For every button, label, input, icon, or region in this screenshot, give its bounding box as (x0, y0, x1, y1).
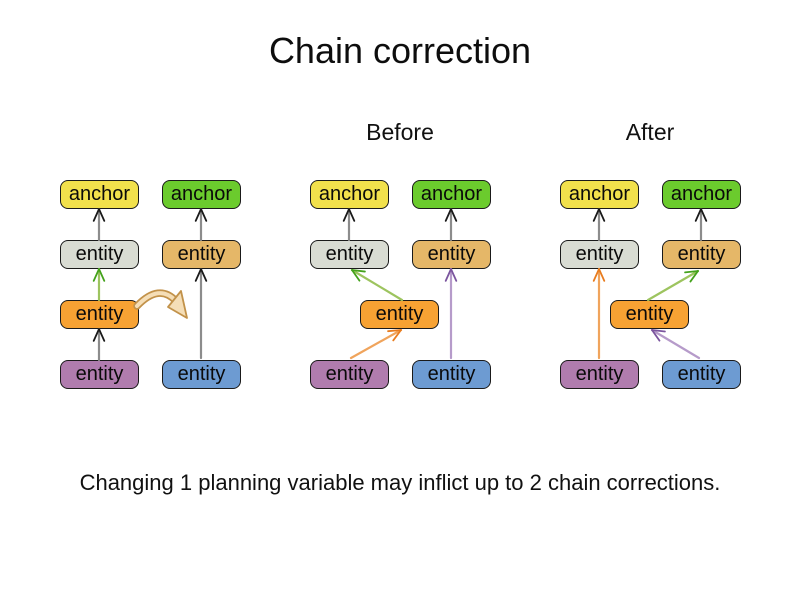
after-orange-arrow (592, 267, 606, 360)
node-label: anchor (420, 183, 483, 205)
example-black-arrow (92, 207, 106, 242)
example-gray-entity-node: entity (60, 240, 139, 269)
before-purple-entity-node: entity (310, 360, 389, 389)
example-tan-entity-node: entity (162, 240, 241, 269)
example-black-arrow (194, 267, 208, 360)
after-purple-entity-node: entity (560, 360, 639, 389)
before-orange-entity-node: entity (360, 300, 439, 329)
before-gray-entity-node: entity (310, 240, 389, 269)
after-yellow-anchor-node: anchor (560, 180, 639, 209)
node-label: entity (575, 363, 624, 385)
before-green-arrow (350, 268, 404, 302)
after-orange-entity-node: entity (610, 300, 689, 329)
before-yellow-anchor-node: anchor (310, 180, 389, 209)
example-black-arrow (194, 207, 208, 242)
page-title: Chain correction (268, 30, 532, 71)
example-blue-entity-node: entity (162, 360, 241, 389)
before-blue-entity-node: entity (412, 360, 491, 389)
example-green-arrow (92, 267, 106, 302)
after-black-arrow (694, 207, 708, 242)
after-green-anchor-node: anchor (662, 180, 741, 209)
before-purple-arrow (444, 267, 458, 360)
before-label: Before (366, 119, 434, 145)
after-blue-entity-node: entity (662, 360, 741, 389)
after-black-arrow (592, 207, 606, 242)
node-label: entity (677, 243, 726, 265)
node-label: entity (177, 243, 226, 265)
after-gray-entity-node: entity (560, 240, 639, 269)
node-label: anchor (568, 183, 631, 205)
node-label: entity (325, 243, 374, 265)
node-label: entity (177, 363, 226, 385)
node-label: entity (427, 243, 476, 265)
node-label: entity (75, 303, 124, 325)
node-label: anchor (68, 183, 131, 205)
example-green-anchor-node: anchor (162, 180, 241, 209)
node-label: entity (75, 363, 124, 385)
after-purple-arrow (650, 328, 701, 360)
move-arrow-icon (133, 289, 188, 319)
node-label: entity (75, 243, 124, 265)
example-purple-entity-node: entity (60, 360, 139, 389)
after-green-arrow (646, 269, 700, 302)
before-black-arrow (444, 207, 458, 242)
after-label: After (625, 119, 675, 145)
node-label: entity (427, 363, 476, 385)
before-green-anchor-node: anchor (412, 180, 491, 209)
node-label: anchor (170, 183, 233, 205)
caption-text: Changing 1 planning variable may inflict… (79, 470, 721, 495)
example-orange-entity-node: entity (60, 300, 139, 329)
node-label: entity (575, 243, 624, 265)
before-black-arrow (342, 207, 356, 242)
node-label: entity (625, 303, 674, 325)
node-label: anchor (670, 183, 733, 205)
node-label: entity (325, 363, 374, 385)
node-label: entity (677, 363, 726, 385)
example-yellow-anchor-node: anchor (60, 180, 139, 209)
node-label: entity (375, 303, 424, 325)
node-label: anchor (318, 183, 381, 205)
before-tan-entity-node: entity (412, 240, 491, 269)
after-tan-entity-node: entity (662, 240, 741, 269)
example-black-arrow (92, 327, 106, 362)
before-orange-arrow (349, 328, 403, 360)
